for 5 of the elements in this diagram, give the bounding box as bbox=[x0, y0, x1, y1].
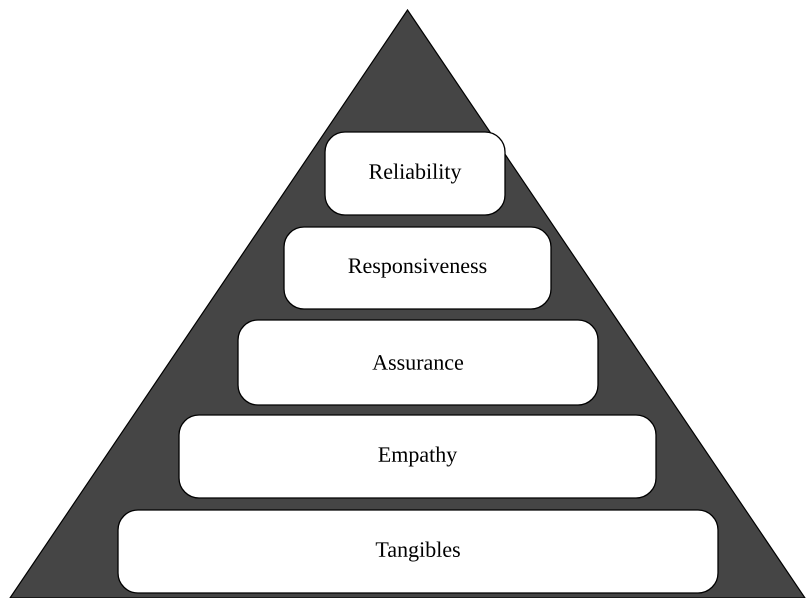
level-box: Responsiveness bbox=[283, 226, 552, 310]
level-box: Reliability bbox=[324, 131, 506, 216]
level-box: Assurance bbox=[237, 319, 599, 406]
level-box: Tangibles bbox=[117, 509, 719, 594]
level-box: Empathy bbox=[178, 414, 657, 499]
